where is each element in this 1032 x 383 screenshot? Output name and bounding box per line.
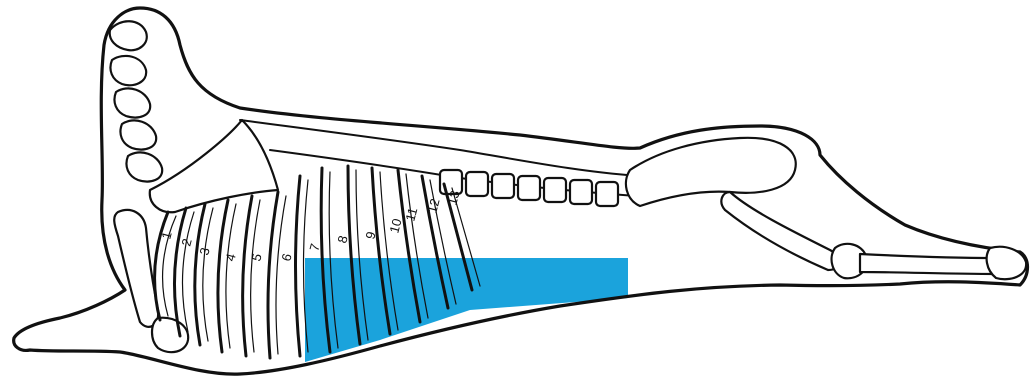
rib-2 <box>174 208 186 336</box>
fore-leg-bones <box>114 210 188 352</box>
rib-label-6: 6 <box>278 252 294 263</box>
rib-label-1: 1 <box>158 230 174 241</box>
rib-label-11: 11 <box>402 206 420 223</box>
rib-label-8: 8 <box>334 234 350 245</box>
rib-label-12: 12 <box>424 197 442 215</box>
rib-label-5: 5 <box>248 252 264 263</box>
rib-6-inner-line <box>276 196 286 354</box>
rib-5-inner-line <box>251 200 260 352</box>
rib-4-inner-line <box>226 204 236 348</box>
rib-label-4: 4 <box>222 252 238 263</box>
rib-1 <box>155 212 168 320</box>
pelvis <box>626 138 796 206</box>
shoulder-blade <box>150 120 278 212</box>
rib-3-inner-line <box>203 208 213 341</box>
rib-7 <box>296 176 301 356</box>
lumbar-vertebrae <box>440 170 618 206</box>
rib-label-3: 3 <box>196 246 212 257</box>
neck-vertebrae <box>110 21 162 181</box>
rib-2-inner-line <box>182 212 194 332</box>
